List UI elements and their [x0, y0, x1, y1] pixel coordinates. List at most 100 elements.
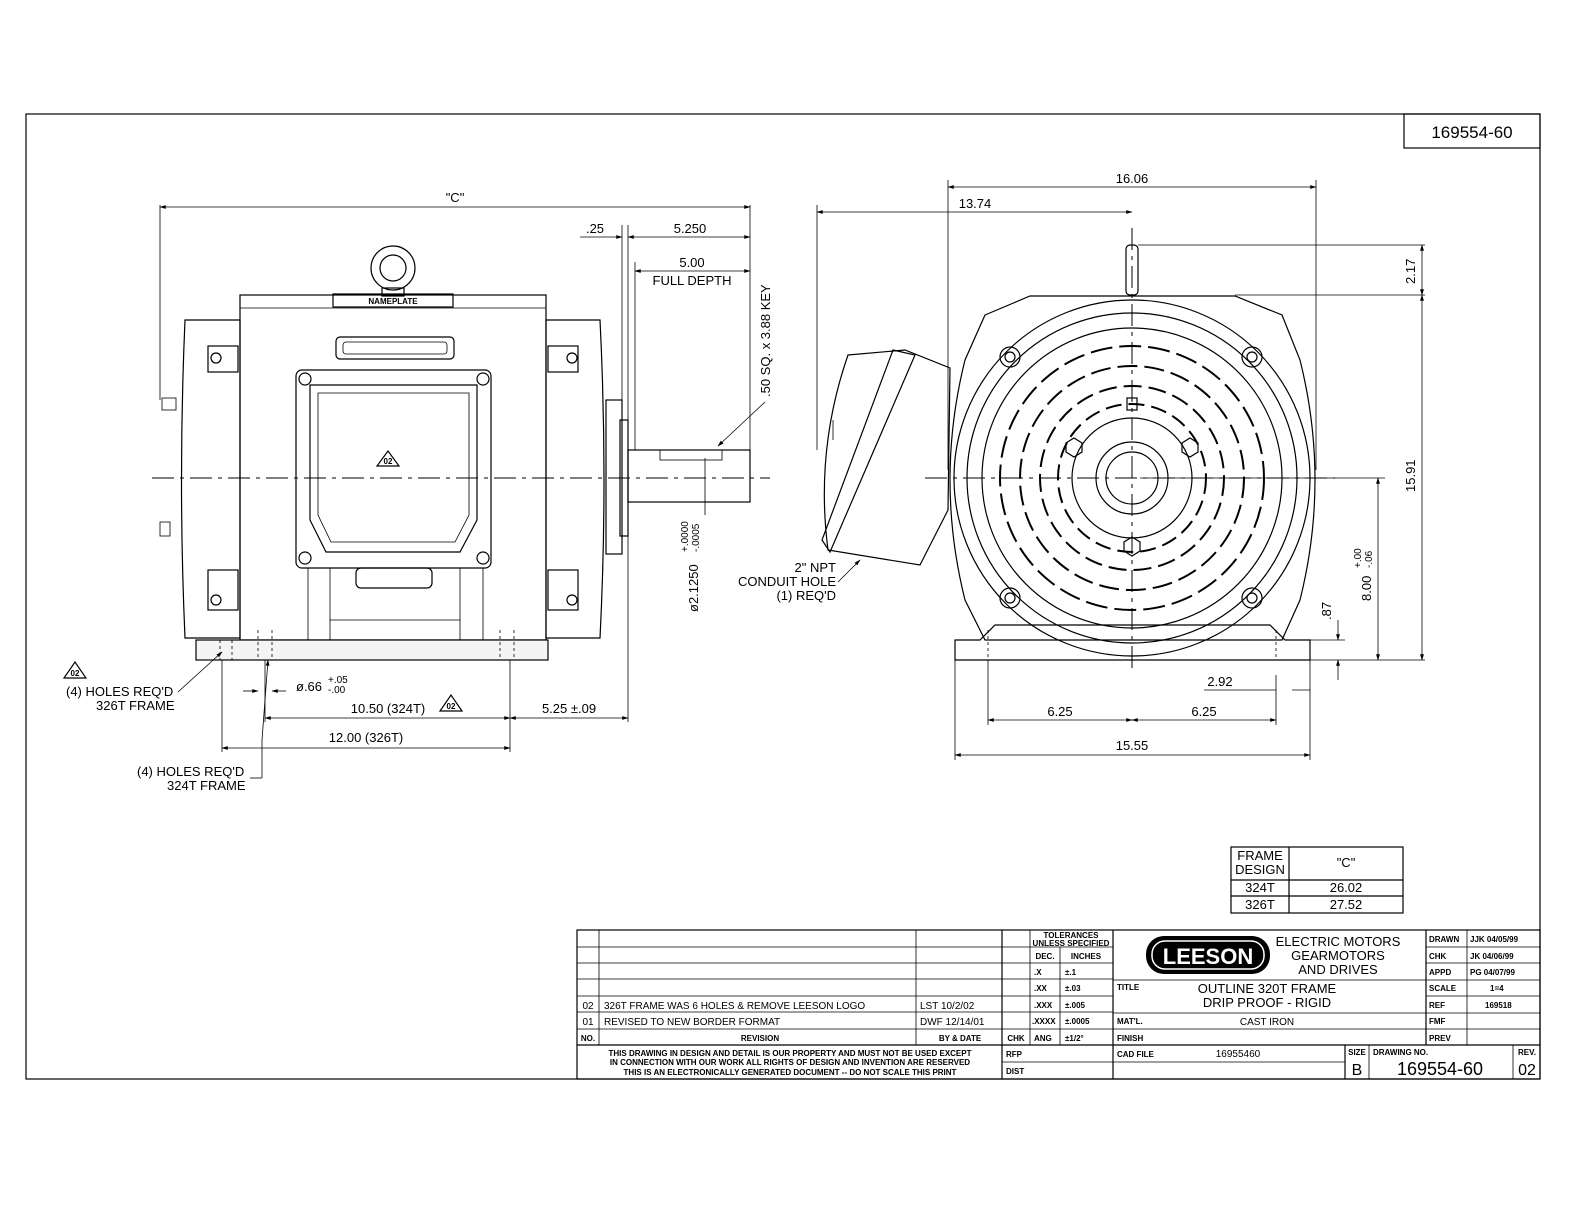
svg-text:TOLERANCES: TOLERANCES	[1044, 931, 1100, 940]
logo-text: LEESON	[1163, 944, 1253, 969]
svg-text:FMF: FMF	[1429, 1017, 1446, 1026]
svg-text:REVISION: REVISION	[741, 1034, 779, 1043]
mounting-base	[195, 639, 549, 661]
revision-text: REVISED TO NEW BORDER FORMAT	[604, 1017, 780, 1028]
svg-text:SCALE: SCALE	[1429, 984, 1457, 993]
rev-tag-center: 02	[384, 457, 393, 466]
svg-text:DRAWN: DRAWN	[1429, 935, 1459, 944]
svg-text:SIZE: SIZE	[1348, 1048, 1366, 1057]
hole-dia: ø.66	[296, 679, 322, 694]
dim-87: .87	[1319, 602, 1334, 620]
conduit-line3: (1) REQ'D	[776, 588, 836, 603]
top-drawing-number-box	[1403, 113, 1541, 149]
dim-1555: 15.55	[1116, 738, 1149, 753]
dim-500: 5.00	[679, 255, 704, 270]
svg-text:CHK: CHK	[1429, 952, 1447, 961]
conduit-line1: 2" NPT	[795, 560, 837, 575]
end-view: 16.06 13.74 2.17 15.91 8.00 +.00 -.06 .8…	[738, 171, 1425, 760]
through-bolts	[207, 345, 579, 611]
rev-triangle-icon-holes	[62, 660, 88, 679]
vent-slot	[335, 336, 455, 360]
svg-text:PREV: PREV	[1429, 1034, 1451, 1043]
svg-text:169518: 169518	[1485, 1001, 1512, 1010]
svg-text:1=4: 1=4	[1490, 984, 1504, 993]
frame-table-cell: 324T	[1245, 880, 1275, 895]
full-depth-label: FULL DEPTH	[653, 273, 732, 288]
svg-text:LST 10/2/02: LST 10/2/02	[920, 1001, 975, 1012]
dim-625-left: 6.25	[1047, 704, 1072, 719]
holes-326-line2: 326T FRAME	[96, 698, 175, 713]
hole-tol-plus: +.05	[328, 675, 348, 686]
svg-text:APPD: APPD	[1429, 968, 1451, 977]
notice-line: IN CONNECTION WITH OUR WORK ALL RIGHTS O…	[610, 1058, 970, 1067]
front-endbell	[545, 319, 605, 639]
svg-text:CHK: CHK	[1007, 1034, 1025, 1043]
rev-triangle-icon-1050	[438, 693, 464, 712]
svg-text:DRAWING NO.: DRAWING NO.	[1373, 1048, 1428, 1057]
svg-text:TITLE: TITLE	[1117, 983, 1140, 992]
svg-text:AND DRIVES: AND DRIVES	[1298, 962, 1378, 977]
svg-text:BY & DATE: BY & DATE	[939, 1034, 982, 1043]
dim-c-label: "C"	[446, 190, 465, 205]
material: CAST IRON	[1240, 1017, 1294, 1028]
rear-endbell	[180, 319, 241, 639]
svg-text:DIST: DIST	[1006, 1067, 1024, 1076]
svg-text:REV.: REV.	[1518, 1048, 1536, 1057]
dim-292: 2.92	[1207, 674, 1232, 689]
frame-table-cell: 326T	[1245, 897, 1275, 912]
holes-326-line1: (4) HOLES REQ'D	[66, 684, 173, 699]
svg-text:.X: .X	[1034, 968, 1042, 977]
frame-table-header-1b: DESIGN	[1235, 862, 1285, 877]
conduit-box	[295, 369, 492, 569]
dim-1050: 10.50 (324T)	[351, 701, 425, 716]
title-block: 02 326T FRAME WAS 6 HOLES & REMOVE LEESO…	[576, 929, 1541, 1080]
svg-text:JK 04/06/99: JK 04/06/99	[1470, 952, 1514, 961]
dim-800: 8.00	[1359, 576, 1374, 601]
rev-triangle-icon	[375, 449, 401, 467]
holes-324-line2: 324T FRAME	[167, 778, 246, 793]
svg-text:NO.: NO.	[581, 1034, 595, 1043]
leeson-logo	[1146, 936, 1270, 974]
svg-text:REF: REF	[1429, 1001, 1445, 1010]
shaft-tol-plus: +.0000	[680, 521, 691, 552]
svg-text:MAT'L.: MAT'L.	[1117, 1017, 1143, 1026]
svg-text:±.1: ±.1	[1065, 968, 1077, 977]
svg-text:.XXX: .XXX	[1034, 1001, 1053, 1010]
dim-1591: 15.91	[1403, 459, 1418, 492]
shaft-dia-label: ø2.1250	[686, 564, 701, 612]
svg-text:RFP: RFP	[1006, 1050, 1023, 1059]
svg-text:02: 02	[447, 702, 456, 711]
svg-text:.XX: .XX	[1034, 984, 1048, 993]
dim-525: 5.25 ±.09	[542, 701, 596, 716]
drawing-title-2: DRIP PROOF - RIGID	[1203, 995, 1331, 1010]
svg-text:01: 01	[582, 1017, 594, 1028]
bearing-cap	[605, 399, 623, 555]
dim-5250: 5.250	[674, 221, 707, 236]
svg-text:DWF 12/14/01: DWF 12/14/01	[920, 1017, 985, 1028]
revision-text: 326T FRAME WAS 6 HOLES & REMOVE LEESON L…	[604, 1001, 865, 1012]
svg-text:±.03: ±.03	[1065, 984, 1081, 993]
side-view: NAMEPLATE 02	[62, 190, 773, 793]
nameplate	[332, 293, 454, 308]
sheet-size: B	[1352, 1062, 1363, 1079]
dim-1200: 12.00 (326T)	[329, 730, 403, 745]
shaft	[627, 449, 751, 503]
svg-text:±.005: ±.005	[1065, 1001, 1086, 1010]
hole-tol-minus: -.00	[328, 685, 346, 696]
notice-line: THIS IS AN ELECTRONICALLY GENERATED DOCU…	[624, 1068, 957, 1077]
shaft-key	[659, 449, 723, 461]
nameplate-label: NAMEPLATE	[368, 297, 418, 306]
svg-text:GEARMOTORS: GEARMOTORS	[1291, 948, 1385, 963]
drawing-title-1: OUTLINE 320T FRAME	[1198, 981, 1337, 996]
dim-1606: 16.06	[1116, 171, 1149, 186]
dim-800-plus: +.00	[1353, 548, 1364, 568]
svg-text:PG 04/07/99: PG 04/07/99	[1470, 968, 1515, 977]
frame-table-header-1a: FRAME	[1237, 848, 1283, 863]
svg-text:DEC.: DEC.	[1035, 952, 1054, 961]
svg-text:ANG: ANG	[1034, 1034, 1052, 1043]
frame-table-cell: 27.52	[1330, 897, 1363, 912]
svg-text:INCHES: INCHES	[1071, 952, 1102, 961]
holes-324-line1: (4) HOLES REQ'D	[137, 764, 244, 779]
dim-1374: 13.74	[959, 196, 992, 211]
